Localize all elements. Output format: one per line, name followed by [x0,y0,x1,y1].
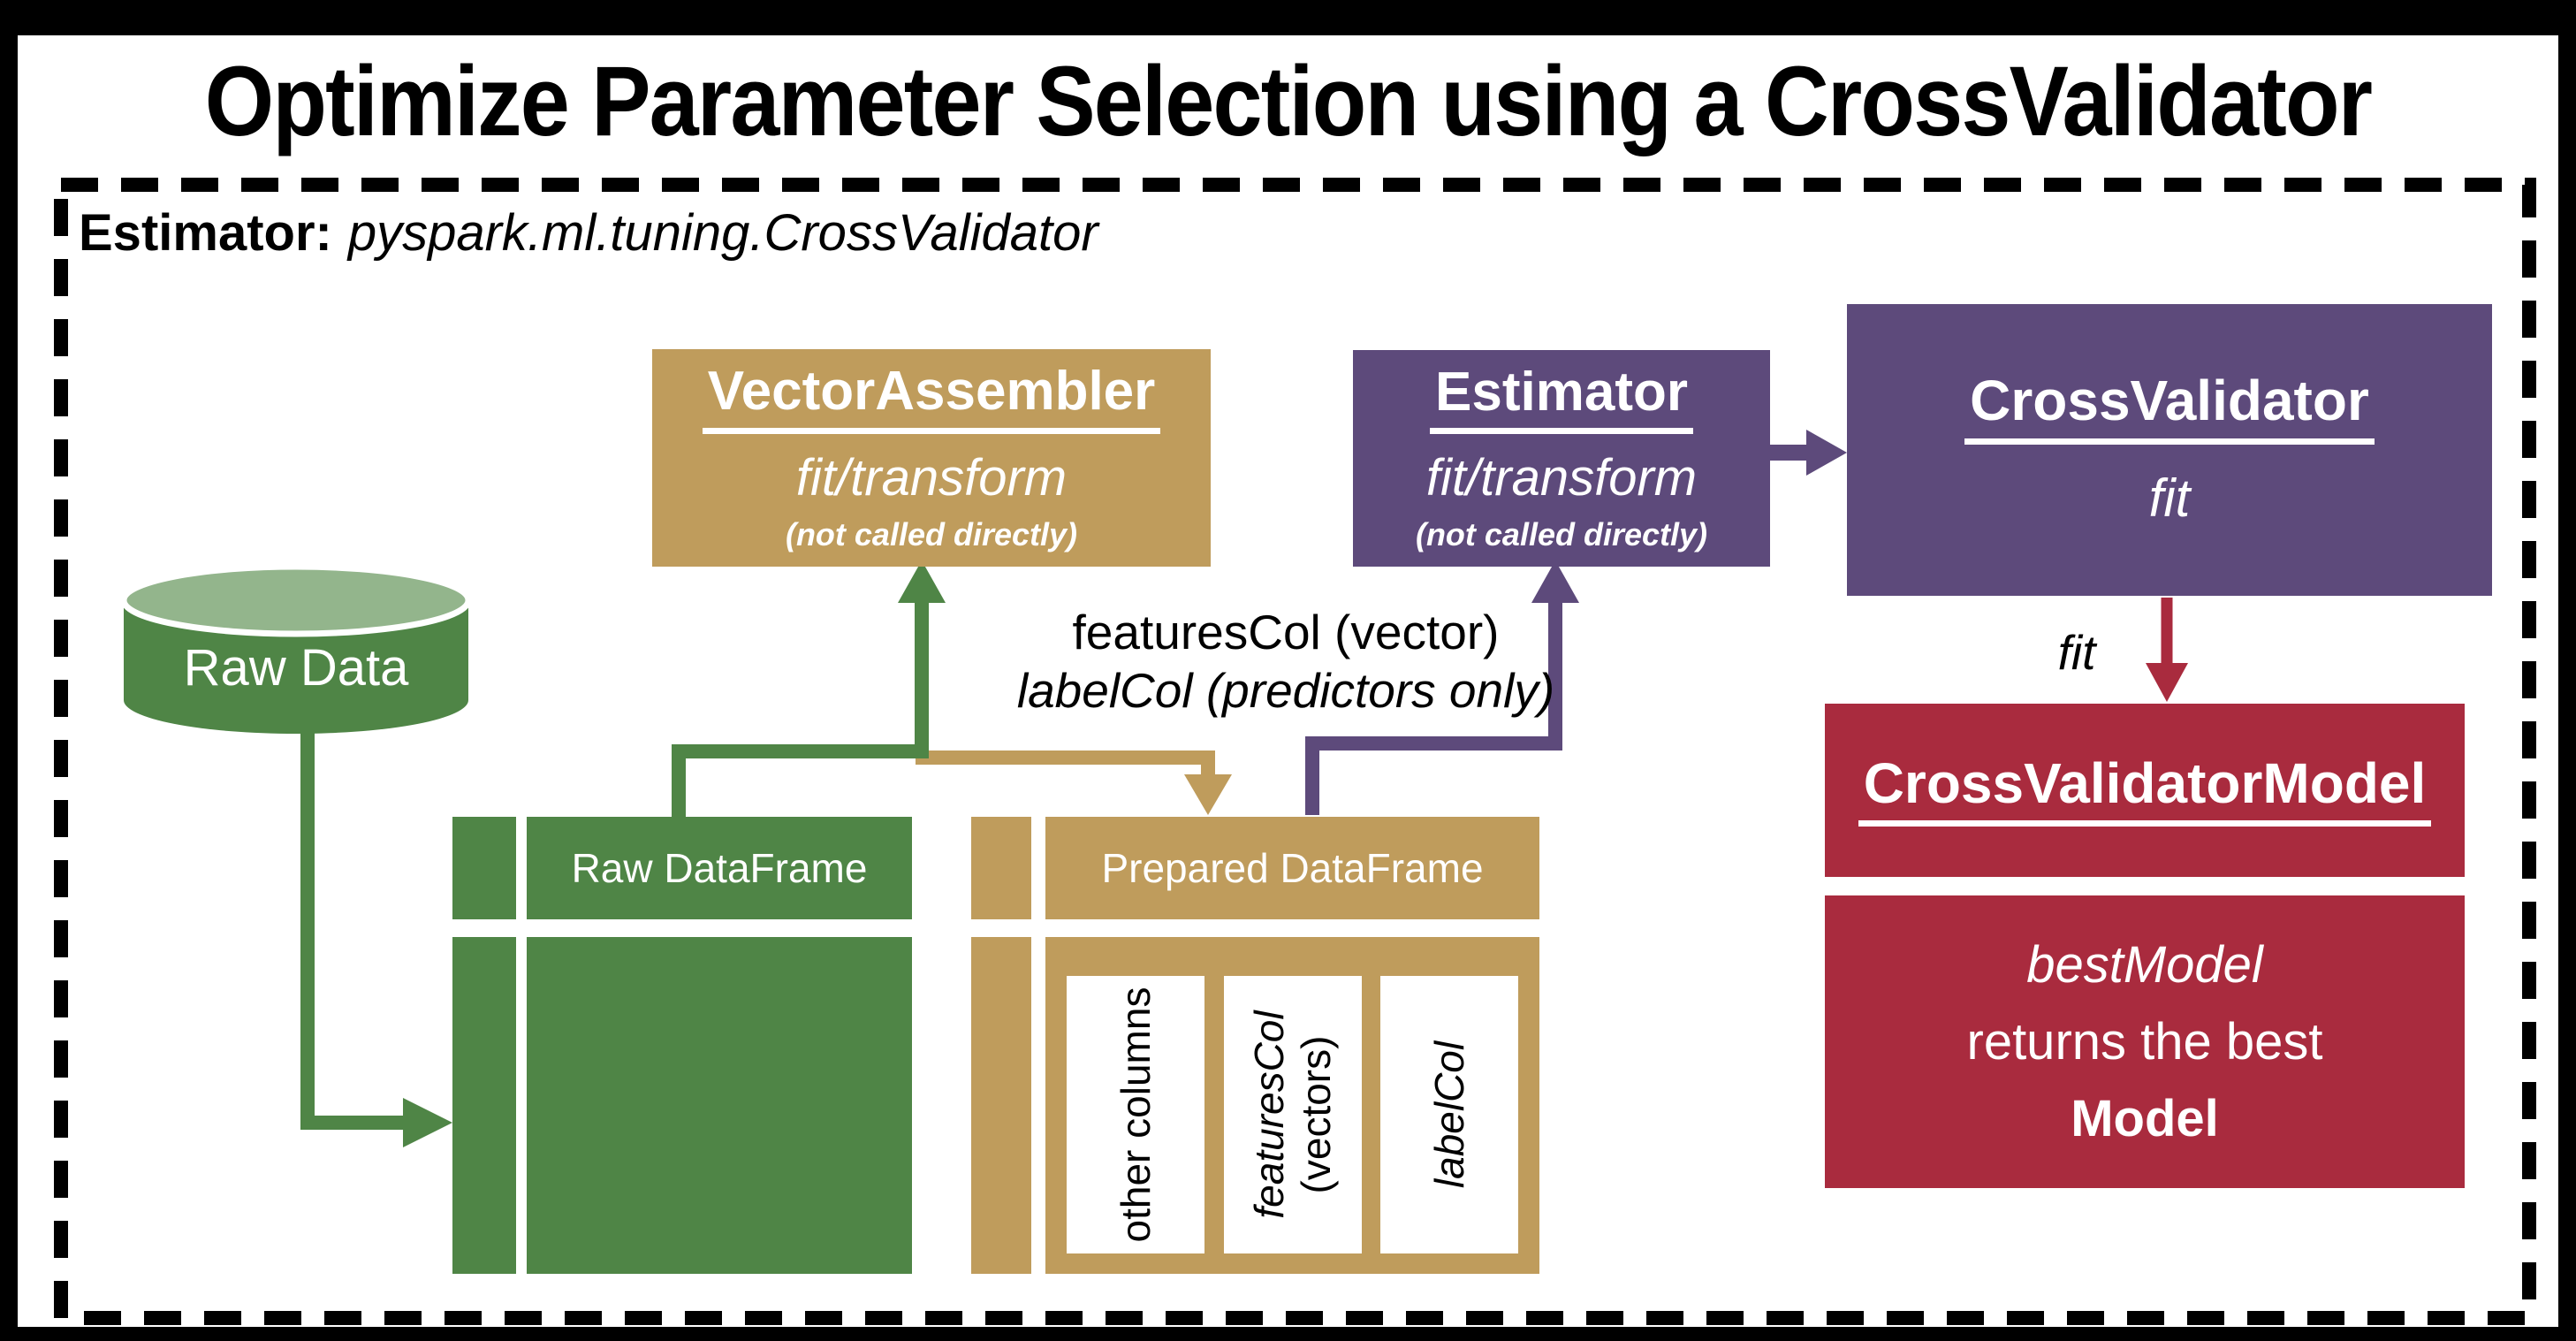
arrow-rawdataframe-to-vectorassembler-head [898,560,946,603]
arrow-prepared-to-estimator [1305,601,1562,815]
raw-data-label: Raw Data [183,638,409,697]
raw-data-cylinder-body [124,600,468,734]
fit-arrow-label: fit [2057,625,2096,680]
annotation-featurescol: featuresCol (vector) [1072,605,1500,659]
node-bestmodel-line2: returns the best [1966,1013,2323,1071]
raw-dataframe-index-body-cell [452,937,516,1274]
prepared-dataframe-header: Prepared DataFrame [1045,817,1539,919]
prepared-column-labelcol-label: labelCol [1425,1040,1472,1189]
node-crossvalidator-title: CrossValidator [1964,371,2375,445]
prepared-column-labelcol: labelCol [1380,976,1518,1253]
prepared-column-other-label: other columns [1112,987,1159,1243]
column-mapping-annotation: featuresCol (vector) labelCol (predictor… [884,603,1688,720]
raw-dataframe-index-header-cell [452,817,516,919]
arrow-rawdata-to-rawdataframe [300,730,405,1130]
node-crossvalidatormodel: CrossValidatorModel [1825,704,2465,877]
node-estimator-method: fit/transform [1425,449,1698,507]
node-crossvalidatormodel-title: CrossValidatorModel [1858,753,2432,827]
page-title: Optimize Parameter Selection using a Cro… [204,46,2373,156]
estimator-subtitle-value: pyspark.ml.tuning.CrossValidator [347,204,1098,262]
node-bestmodel-line1: bestModel [2026,936,2263,994]
node-bestmodel-line3: Model [2071,1090,2219,1147]
node-estimator-title: Estimator [1430,363,1693,435]
prepared-column-featurescol: featuresCol (vectors) [1224,976,1362,1253]
arrow-rawdataframe-to-vectorassembler [672,601,929,819]
estimator-subtitle-label: Estimator: [79,204,332,262]
estimator-subtitle: Estimator: pyspark.ml.tuning.CrossValidat… [79,203,1098,263]
node-vectorassembler-note: (not called directly) [785,515,1078,552]
arrow-vectorassembler-to-prepared-head [1184,774,1232,815]
prepared-column-featurescol-label: featuresCol [1246,1010,1293,1219]
arrow-crossvalidator-to-model-head [2146,663,2188,702]
arrow-estimator-to-crossvalidator-head [1806,430,1847,476]
node-vectorassembler-method: fit/transform [795,448,1068,507]
node-bestmodel: bestModel returns the best Model [1825,895,2465,1188]
prepared-dataframe-index-body-cell [971,937,1031,1274]
raw-dataframe-body-cell [527,937,912,1274]
node-vectorassembler-title: VectorAssembler [702,362,1161,434]
prepared-column-other: other columns [1067,976,1204,1253]
raw-data-cylinder-top [120,563,472,637]
prepared-dataframe-index-header-cell [971,817,1031,919]
node-estimator-note: (not called directly) [1415,516,1708,553]
node-estimator: Estimator fit/transform (not called dire… [1353,350,1770,567]
node-vectorassembler: VectorAssembler fit/transform (not calle… [652,349,1211,567]
node-crossvalidator: CrossValidator fit [1847,304,2492,596]
arrow-prepared-to-estimator-head [1531,560,1579,603]
dashed-region-border [54,178,2536,1325]
arrow-rawdata-to-rawdataframe-head [403,1098,452,1147]
annotation-labelcol: labelCol (predictors only) [1016,663,1555,718]
node-crossvalidator-method: fit [2148,468,2191,528]
arrow-vectorassembler-to-prepared [916,751,1215,776]
raw-dataframe-header: Raw DataFrame [527,817,912,919]
prepared-column-featurescol-sub: (vectors) [1293,1035,1339,1194]
